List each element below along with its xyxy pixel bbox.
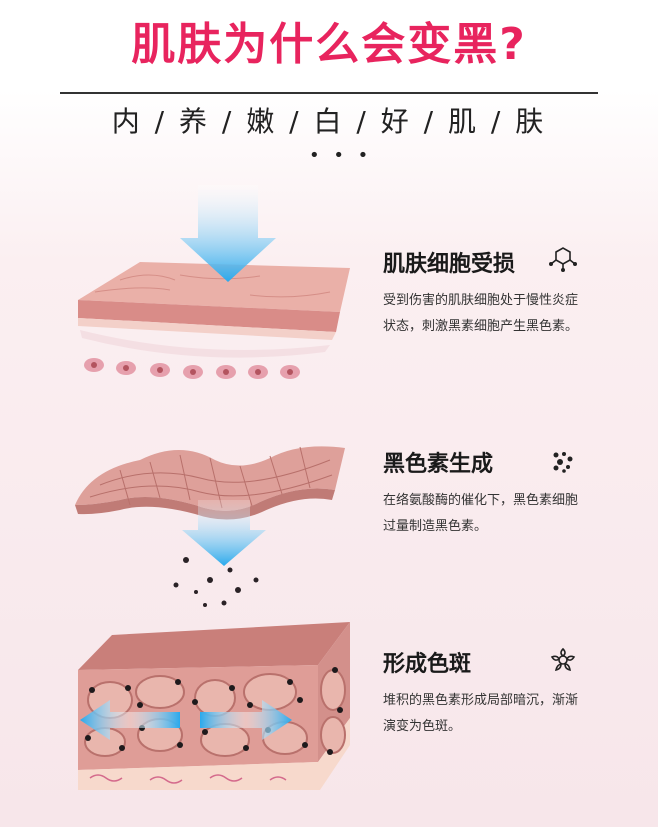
melanin-particles xyxy=(173,557,259,607)
page-title: 肌肤为什么会变黑? xyxy=(131,19,527,70)
section-text-spot-formation: 堆积的黑色素形成局部暗沉，渐渐演变为色斑。 xyxy=(383,693,579,734)
skin-block-spots xyxy=(78,622,350,790)
section-text-damaged-cells: 受到伤害的肌肤细胞处于慢性炎症状态，刺激黑素细胞产生黑色素。 xyxy=(383,293,579,334)
dots-cluster-icon xyxy=(553,452,573,473)
section-title-melanin-generation: 黑色素生成 xyxy=(383,452,494,477)
section-title-damaged-cells: 肌肤细胞受损 xyxy=(383,252,516,277)
flower-icon xyxy=(550,647,576,672)
title-divider xyxy=(60,92,598,94)
skin-layer-damaged xyxy=(78,262,350,379)
molecule-icon xyxy=(549,247,577,272)
page-subtitle: 内 / 养 / 嫩 / 白 / 好 / 肌 / 肤 xyxy=(111,105,547,138)
arrow-down-1 xyxy=(180,185,276,282)
arrow-right xyxy=(200,700,292,740)
arrow-left xyxy=(80,700,180,740)
section-title-spot-formation: 形成色斑 xyxy=(383,652,472,677)
arrow-down-2 xyxy=(182,500,266,566)
subtitle-dots: • • • xyxy=(309,145,373,166)
section-text-melanin-generation: 在络氨酸酶的催化下，黑色素细胞过量制造黑色素。 xyxy=(383,493,579,534)
